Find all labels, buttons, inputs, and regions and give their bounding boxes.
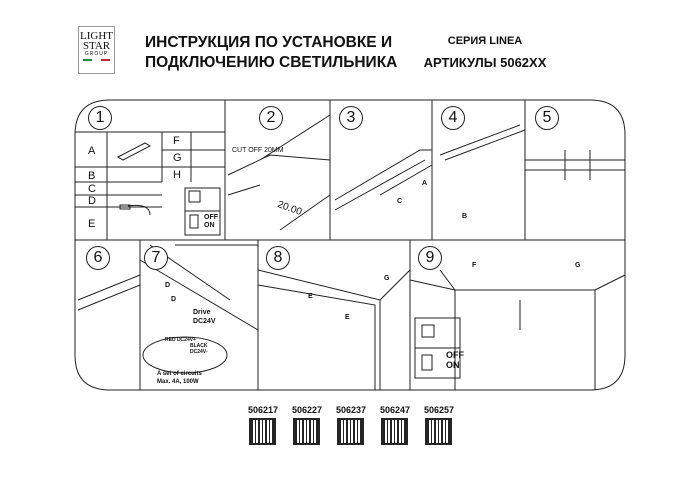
step-number: 4 [441,106,465,130]
red-wire-label: RED DC24V+ [165,337,196,343]
label-f: F [472,262,477,269]
power-switch-labels: OFF ON [204,214,218,230]
circuit-max: Max. 4A, 100W [157,379,199,385]
drive-label: Drive DC24V [193,308,216,326]
drive-text: Drive [193,309,211,316]
series-label: СЕРИЯ LINEA [447,35,523,47]
title-line2: ПОДКЛЮЧЕНИЮ СВЕТИЛЬНИКА [145,54,398,71]
article-code: 506227 [291,405,323,415]
off-label: OFF [446,350,464,360]
step-number: 7 [144,246,168,270]
on-label: ON [446,360,460,370]
step-number: 8 [266,246,290,270]
part-label: D [88,195,96,207]
step-number: 3 [339,106,363,130]
lightstar-logo: LIGHT STAR GROUP [78,26,115,74]
part-label: F [173,135,180,147]
label-e: E [345,314,350,321]
label-c: C [397,198,403,205]
qr-code [425,418,452,445]
page-title: ИНСТРУКЦИЯ ПО УСТАНОВКЕ И ПОДКЛЮЧЕНИЮ СВ… [145,33,397,73]
step-number: 6 [86,246,110,270]
qr-code [249,418,276,445]
step-number: 2 [259,106,283,130]
article-code: 506247 [379,405,411,415]
label-d: D [171,296,177,303]
title-line1: ИНСТРУКЦИЯ ПО УСТАНОВКЕ И [145,34,393,51]
power-switch-labels: OFF ON [446,350,464,370]
circuit-text: A set of circuits [157,371,202,377]
label-a: A [422,180,428,187]
article-code: 506217 [247,405,279,415]
label-g: G [575,262,581,269]
article-code: 506237 [335,405,367,415]
black-text: BLACK [190,343,208,349]
logo-line1: LIGHT [80,30,113,42]
qr-code [381,418,408,445]
italian-flag-stripe [83,59,110,61]
black-wire-label: BLACK DC24V- [190,343,208,355]
off-label: OFF [204,214,218,221]
step-number: 9 [418,246,442,270]
article-code: 506257 [423,405,455,415]
label-e: E [308,293,313,300]
logo-line2: STAR [82,40,111,52]
logo-line3: GROUP [84,51,109,57]
part-label: G [173,152,182,164]
articles-label: АРТИКУЛЫ 5062XX [423,55,547,70]
drive-voltage: DC24V [193,318,216,325]
black-voltage: DC24V- [190,349,208,355]
part-label: A [88,145,96,157]
label-b: B [462,213,468,220]
step-number: 1 [88,106,112,130]
circuit-spec: A set of circuits Max. 4A, 100W [157,370,202,386]
part-label: B [88,170,96,182]
label-g: G [384,275,390,282]
part-label: E [88,218,96,230]
qr-code [293,418,320,445]
part-label: C [88,183,96,195]
on-label: ON [204,222,215,229]
qr-code [337,418,364,445]
step-number: 5 [535,106,559,130]
cut-off-label: CUT OFF 20MM [232,147,284,154]
part-label: H [173,169,181,181]
label-d: D [165,282,171,289]
